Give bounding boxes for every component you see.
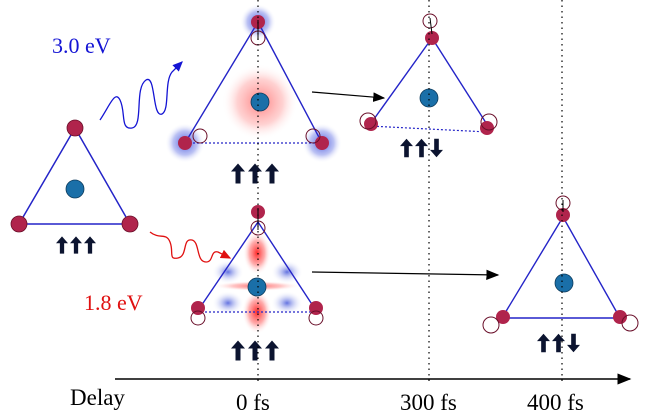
bond-line bbox=[501, 216, 564, 319]
bond-line bbox=[257, 21, 323, 144]
spin-up-icon bbox=[400, 138, 413, 158]
energy-label-3eV: 3.0 eV bbox=[52, 33, 111, 58]
ligand-reference-ring bbox=[308, 310, 324, 326]
density-lobe-red bbox=[243, 231, 271, 275]
photon-low-energy: 1.8 eV bbox=[84, 231, 232, 315]
ligand-atom bbox=[315, 136, 329, 150]
ligand-atom bbox=[10, 215, 28, 233]
density-lobe-blue bbox=[212, 260, 244, 284]
spin-up-icon bbox=[231, 340, 245, 361]
molecule-3eV-0fs bbox=[165, 4, 342, 184]
center-atom bbox=[247, 277, 267, 297]
bond-line bbox=[431, 37, 489, 127]
bond-triangle bbox=[17, 126, 132, 225]
center-atom bbox=[65, 179, 85, 199]
spin-up-icon bbox=[70, 236, 82, 254]
center-atom bbox=[554, 273, 574, 293]
red-photon-wave-icon bbox=[149, 231, 232, 263]
ligand-atom bbox=[178, 136, 192, 150]
displacement-arrow bbox=[429, 17, 433, 35]
spin-up-icon bbox=[537, 333, 550, 353]
ligand-reference-ring bbox=[422, 13, 438, 29]
center-atom bbox=[419, 88, 439, 108]
photon-high-energy: 3.0 eV bbox=[52, 33, 183, 129]
spin-arrows bbox=[537, 333, 580, 353]
spin-up-icon bbox=[56, 236, 68, 254]
center-atom bbox=[250, 92, 270, 112]
ligand-atom bbox=[496, 310, 510, 324]
spin-down-icon bbox=[430, 138, 443, 158]
energy-label-1-8eV: 1.8 eV bbox=[84, 290, 143, 315]
molecule-1-8eV-400fs bbox=[482, 195, 639, 353]
bond-line bbox=[196, 221, 259, 313]
spin-up-icon bbox=[415, 138, 428, 158]
spin-arrows bbox=[400, 138, 443, 158]
tick-label-300fs: 300 fs bbox=[400, 390, 457, 415]
ground-state-molecule bbox=[10, 119, 139, 254]
ligand-reference-ring bbox=[621, 314, 639, 332]
tick-label-0fs: 0 fs bbox=[236, 390, 270, 415]
spin-arrows bbox=[231, 163, 279, 184]
spin-up-icon bbox=[231, 163, 245, 184]
spin-up-icon bbox=[265, 163, 279, 184]
blue-photon-wave-icon bbox=[99, 61, 183, 129]
ligand-reference-ring bbox=[482, 316, 500, 334]
spin-arrows bbox=[56, 236, 96, 254]
molecule-3eV-300fs bbox=[359, 13, 498, 158]
ligand-atom bbox=[66, 119, 84, 137]
bond-line bbox=[368, 37, 433, 127]
spin-up-icon bbox=[248, 163, 262, 184]
ligand-atom bbox=[480, 121, 494, 135]
bond-line bbox=[257, 221, 318, 313]
density-lobe-blue bbox=[271, 291, 303, 315]
ligand-atom bbox=[121, 215, 139, 233]
ligand-reference-ring bbox=[480, 113, 498, 131]
tick-label-400fs: 400 fs bbox=[527, 390, 584, 415]
density-lobe-blue bbox=[271, 260, 303, 284]
ligand-atom bbox=[613, 310, 627, 324]
spin-up-icon bbox=[248, 340, 262, 361]
ligand-reference-ring bbox=[192, 128, 208, 144]
spin-down-icon bbox=[567, 333, 580, 353]
spin-up-icon bbox=[84, 236, 96, 254]
ligand-reference-ring bbox=[359, 112, 377, 130]
spin-arrows bbox=[231, 340, 279, 361]
density-lobe-blue bbox=[212, 291, 244, 315]
spin-up-icon bbox=[265, 340, 279, 361]
ligand-reference-ring bbox=[305, 128, 321, 144]
bond-line bbox=[184, 21, 259, 144]
ligand-reference-ring bbox=[190, 310, 206, 326]
spin-up-icon bbox=[552, 333, 565, 353]
evolution-arrow bbox=[311, 91, 386, 102]
ligand-atom bbox=[556, 208, 570, 222]
ligand-atom bbox=[364, 117, 378, 131]
bond-line bbox=[562, 216, 621, 319]
molecule-1-8eV-0fs bbox=[190, 205, 324, 361]
evolution-arrow bbox=[311, 269, 500, 281]
delay-axis-label: Delay bbox=[70, 385, 125, 410]
